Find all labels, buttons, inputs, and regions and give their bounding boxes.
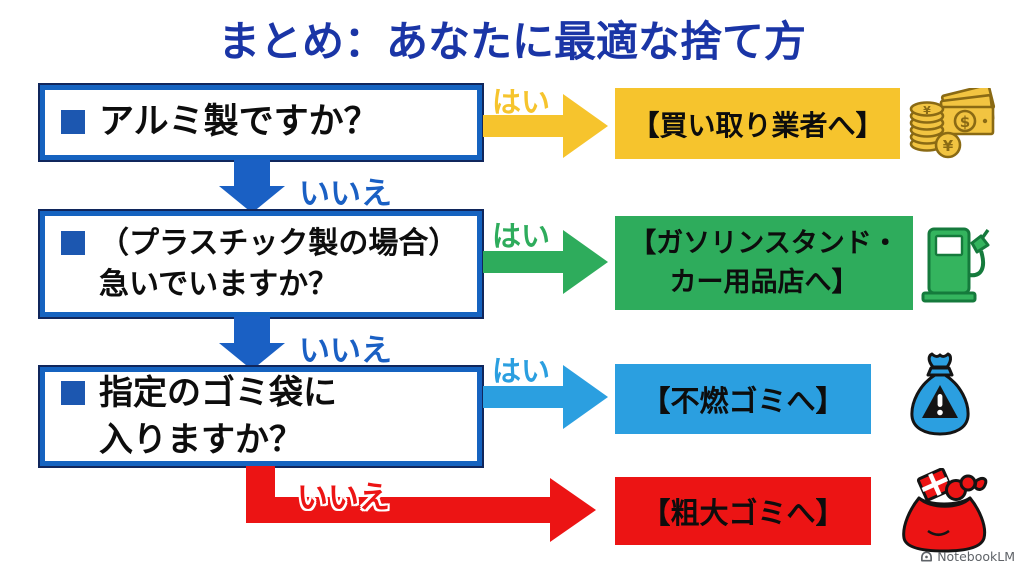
result-box-oversized-garbage: 【粗大ゴミへ】 xyxy=(615,477,871,545)
result-2-line-2: カー用品店へ】 xyxy=(669,267,859,298)
no-label-3: いいえ xyxy=(297,480,390,516)
question-box-garbage-bag-fit: 指定のゴミ袋に 入りますか？ xyxy=(38,365,484,468)
result-box-non-burnable: 【不燃ゴミへ】 xyxy=(615,364,871,434)
trash-bag-warning-icon xyxy=(910,352,970,436)
no-arrow-down-2 xyxy=(219,316,285,370)
no-label-1: いいえ xyxy=(299,176,392,212)
bullet-square-icon xyxy=(61,381,85,406)
result-box-buyback-dealer: 【買い取り業者へ】 xyxy=(615,88,900,159)
result-1-text: 【買い取り業者へ】 xyxy=(631,108,884,142)
no-label-2: いいえ xyxy=(299,333,392,369)
question-2-line-1: （プラスチック製の場合） xyxy=(99,225,459,261)
watermark: NotebookLM xyxy=(920,549,1015,564)
bullet-square-icon xyxy=(61,110,85,135)
result-4-text: 【粗大ゴミへ】 xyxy=(641,496,845,530)
arrow-stem xyxy=(483,386,563,408)
bullet-square-icon xyxy=(61,231,85,256)
yes-label-1: はい xyxy=(492,85,551,119)
yes-label-2: はい xyxy=(492,219,551,253)
arrow-head-down-icon xyxy=(219,343,285,370)
fuel-pump-icon xyxy=(921,227,990,303)
arrow-head-down-icon xyxy=(219,186,285,213)
arrow-stem xyxy=(483,115,563,137)
arrow-stem xyxy=(234,316,270,343)
arrow-head-right-icon xyxy=(550,478,596,542)
yes-arrow-right-2 xyxy=(483,230,608,294)
question-1-text: アルミ製ですか？ xyxy=(99,102,379,143)
question-3-line-2: 入りますか？ xyxy=(99,419,303,460)
question-3-line-1: 指定のゴミ袋に xyxy=(99,372,337,413)
arrow-stem xyxy=(483,251,563,273)
svg-text:$: $ xyxy=(960,113,970,131)
arrow-head-right-icon xyxy=(563,230,608,294)
result-box-gas-station: 【ガソリンスタンド・ カー用品店へ】 xyxy=(615,216,913,310)
no-arrow-down-1 xyxy=(219,159,285,213)
question-box-plastic-hurry: （プラスチック製の場合） 急いでいますか？ xyxy=(38,209,484,319)
question-box-aluminum: アルミ製ですか？ xyxy=(38,83,484,162)
watermark-brand: NotebookLM xyxy=(937,549,1015,564)
oversized-trash-bag-icon xyxy=(902,468,988,553)
page-title: まとめ：あなたに最適な捨て方 xyxy=(217,17,806,66)
result-3-text: 【不燃ゴミへ】 xyxy=(641,384,845,418)
yes-arrow-right-3 xyxy=(483,365,608,429)
money-icon: $ ¥ ¥ xyxy=(909,88,996,159)
svg-text:¥: ¥ xyxy=(943,137,954,155)
notebooklm-logo-icon xyxy=(921,551,933,562)
arrow-head-right-icon xyxy=(563,94,608,158)
svg-text:¥: ¥ xyxy=(923,104,931,117)
yes-arrow-right-1 xyxy=(483,94,608,158)
arrow-stem xyxy=(234,159,270,186)
result-2-line-1: 【ガソリンスタンド・ xyxy=(629,227,899,259)
arrow-head-right-icon xyxy=(563,365,608,429)
question-2-line-2: 急いでいますか？ xyxy=(99,267,339,302)
no-arrow-red-horizontal xyxy=(246,497,550,523)
yes-label-3: はい xyxy=(492,354,551,388)
